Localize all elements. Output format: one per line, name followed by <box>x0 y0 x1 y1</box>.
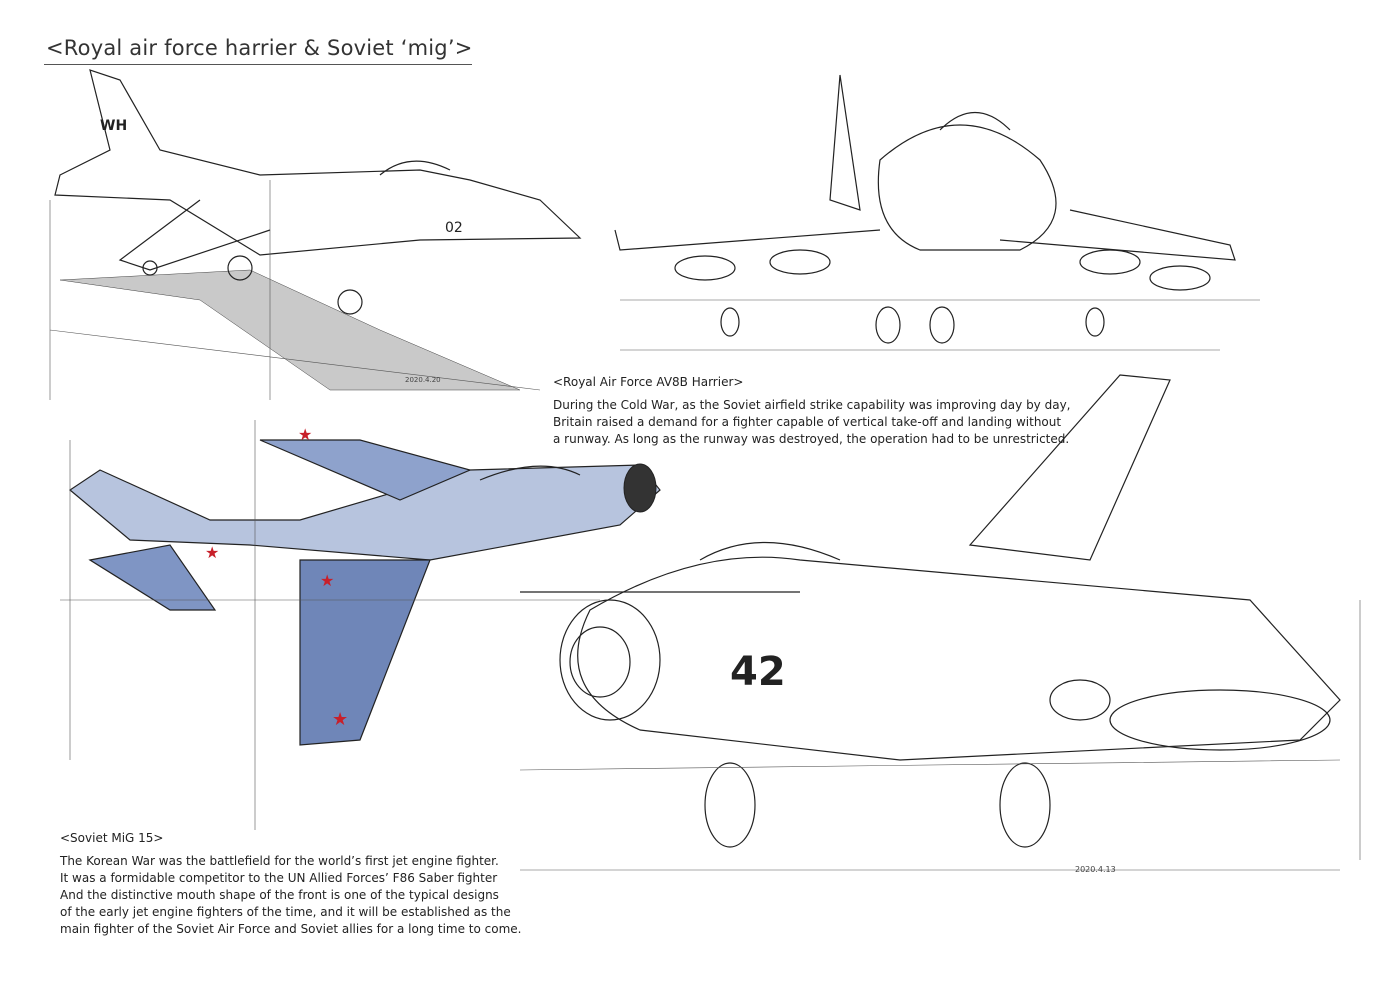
mig15-caption: <Soviet MiG 15> The Korean War was the b… <box>60 830 521 938</box>
caption-line: During the Cold War, as the Soviet airfi… <box>553 398 1071 412</box>
caption-line: And the distinctive mouth shape of the f… <box>60 888 499 902</box>
date-signature-1: 2020.4.20 <box>405 376 441 384</box>
harrier-side-sketch: WH 02 2020.4.20 <box>49 69 582 400</box>
caption-line: main fighter of the Soviet Air Force and… <box>60 922 522 936</box>
date-signature-2: 2020.4.13 <box>1075 865 1116 874</box>
caption-line: a runway. As long as the runway was dest… <box>553 432 1070 446</box>
soviet-star-icon: ★ <box>332 709 348 730</box>
harrier-front-sketch <box>614 74 1260 351</box>
mig15-sketch: ★ ★ ★ ★ <box>60 420 661 830</box>
soviet-star-icon: ★ <box>205 543 219 562</box>
mig21-number: 42 <box>730 649 786 695</box>
harrier-caption-heading: <Royal Air Force AV8B Harrier> <box>553 375 744 389</box>
harrier-nose-number: 02 <box>445 220 463 236</box>
caption-line: of the early jet engine fighters of the … <box>60 905 511 919</box>
soviet-star-icon: ★ <box>298 425 312 444</box>
harrier-tail-lettering: WH <box>100 118 127 134</box>
page-title: <Royal air force harrier & Soviet ‘mig’> <box>46 36 473 60</box>
title-underline <box>44 64 472 65</box>
caption-line: The Korean War was the battlefield for t… <box>60 854 499 868</box>
harrier-caption: <Royal Air Force AV8B Harrier> During th… <box>553 374 1070 448</box>
mig21-sketch: 42 2020.4.13 <box>519 374 1361 874</box>
soviet-star-icon: ★ <box>320 571 334 590</box>
caption-line: Britain raised a demand for a fighter ca… <box>553 415 1062 429</box>
mig15-caption-heading: <Soviet MiG 15> <box>60 831 164 845</box>
caption-line: It was a formidable competitor to the UN… <box>60 871 498 885</box>
